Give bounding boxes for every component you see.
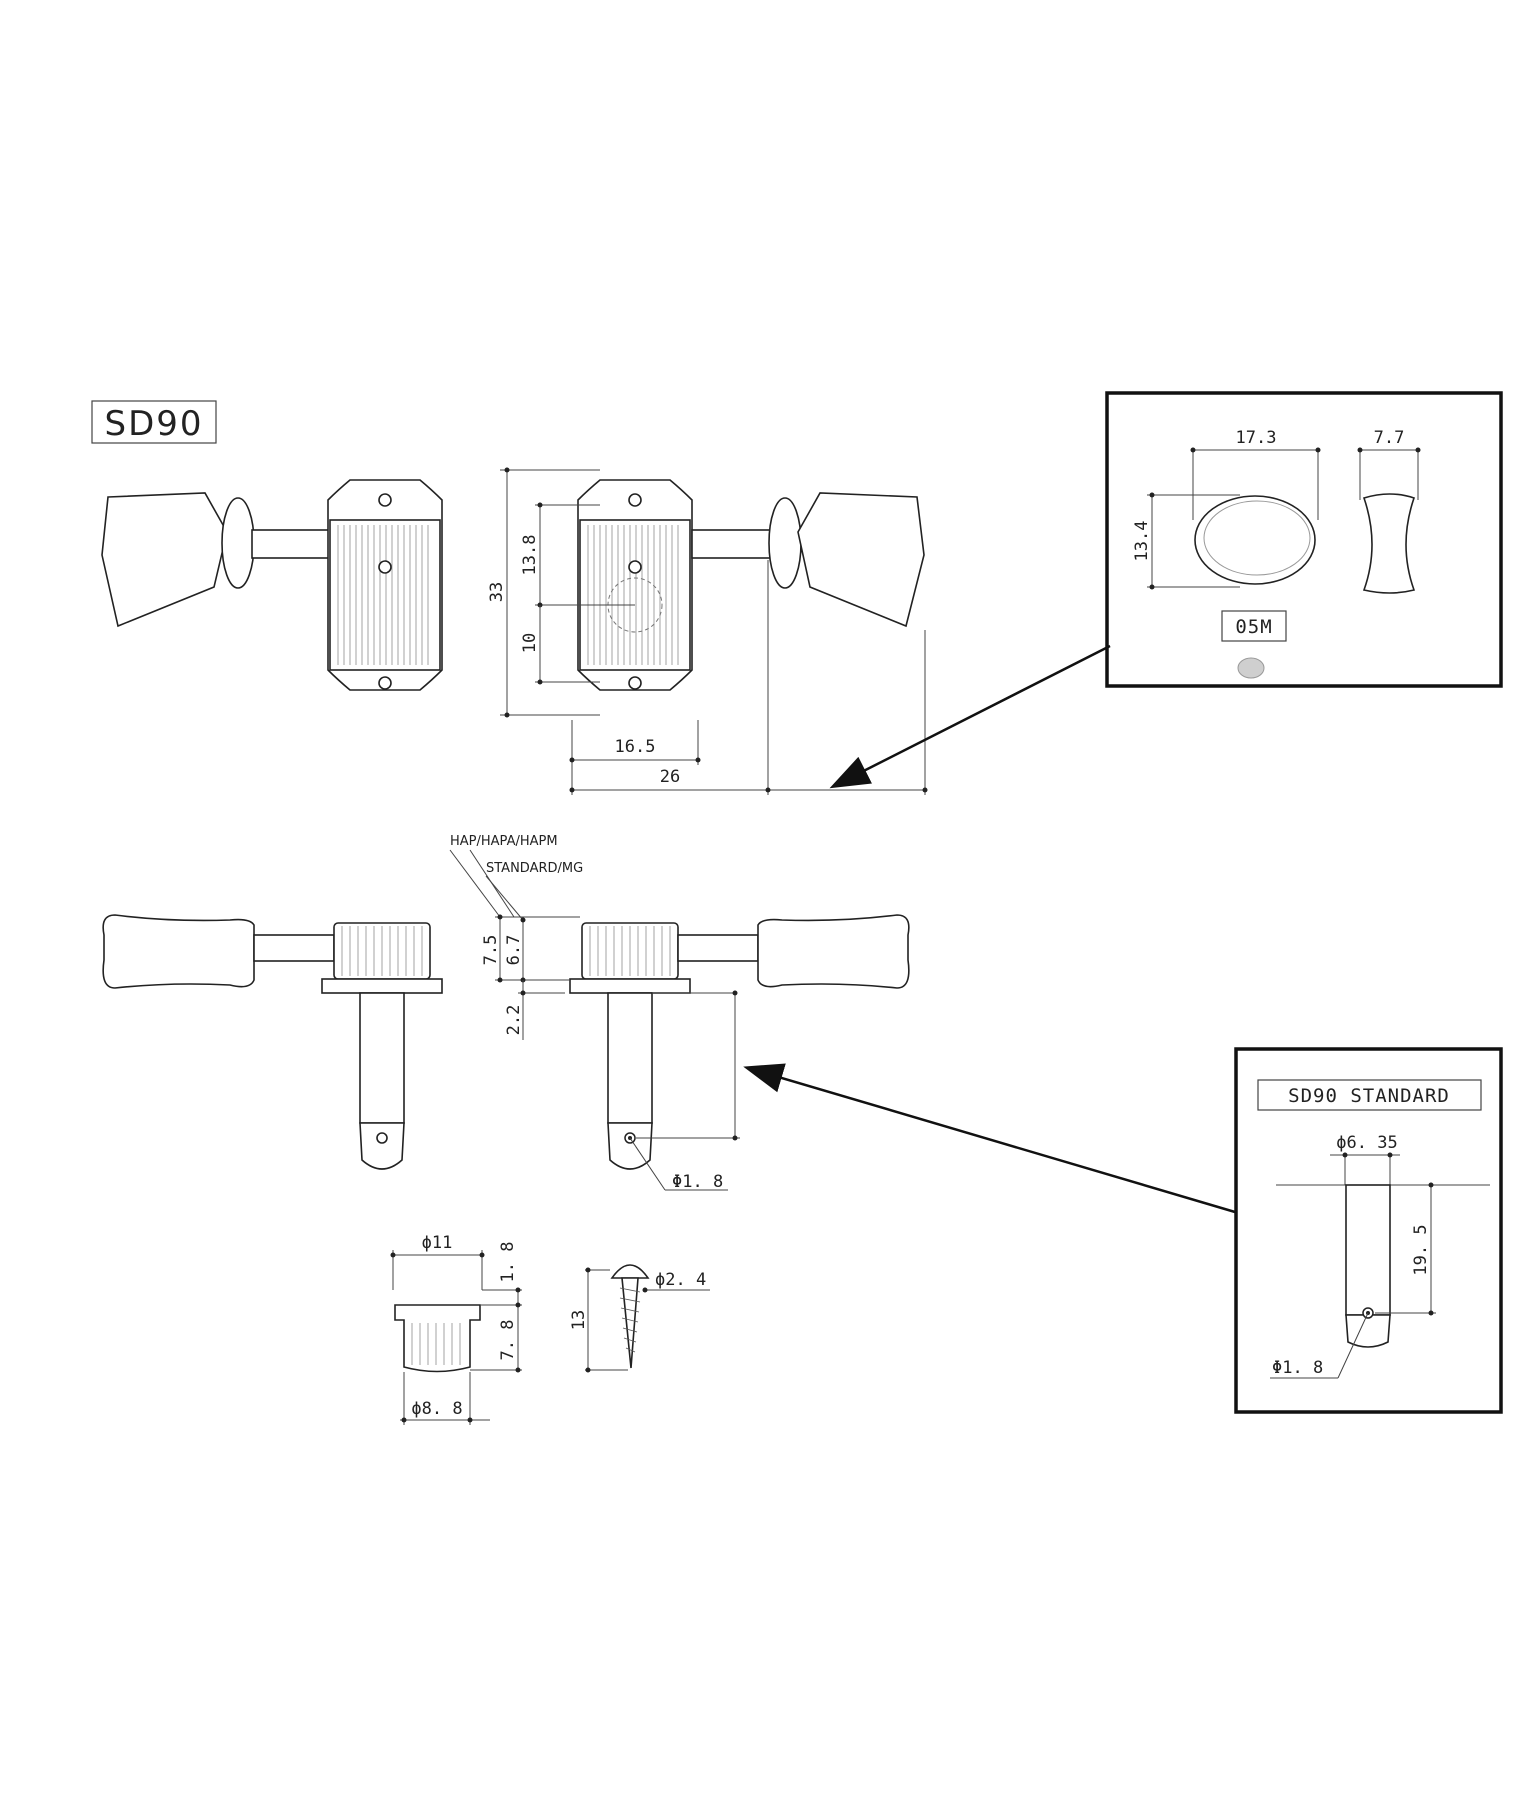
post-dia-dim: ϕ6. 35 (1336, 1133, 1397, 1153)
button-code-label: 05M (1235, 616, 1272, 638)
post-hole-dim: Φ1. 8 (1272, 1358, 1323, 1378)
button-width-dim: 17.3 (1236, 428, 1277, 448)
bushing-flange-dim: 1. 8 (498, 1242, 518, 1283)
inset-post-box: SD90 STANDARD ϕ6. 35 19. 5 Φ1. 8 (1234, 1047, 1503, 1414)
left-tuner-top-view (101, 479, 443, 691)
side-hole-dim: Φ1. 8 (672, 1172, 723, 1192)
button-thickness-dim: 7.7 (1374, 428, 1405, 448)
bushing: ϕ11 1. 8 7. 8 ϕ8. 8 (390, 1233, 522, 1425)
top-view-dimensions: 33 13.8 10 16.5 26 (487, 467, 928, 795)
dim-std: 6.7 (504, 935, 524, 966)
inset-button-box: 17.3 13.4 7.7 05M (1105, 391, 1503, 688)
dim-housing-width: 16.5 (615, 737, 656, 757)
post-inset-title: SD90 STANDARD (1288, 1085, 1450, 1107)
right-tuner-side-view (569, 914, 910, 1170)
dim-total-width: 26 (660, 767, 680, 787)
dim-lower: 10 (520, 633, 540, 653)
right-tuner-top-view (577, 479, 925, 691)
side-view-dimensions: HAP/HAPA/HAPM STANDARD/MG 7.5 6.7 2.2 Φ1… (449, 834, 740, 1192)
dim-hap: 7.5 (481, 935, 501, 966)
dim-height-total: 33 (487, 582, 507, 602)
label-standard: STANDARD/MG (486, 861, 583, 876)
screw-head-dim: ϕ2. 4 (655, 1270, 706, 1290)
label-hap: HAP/HAPA/HAPM (450, 834, 558, 849)
screw-length-dim: 13 (569, 1310, 589, 1330)
button-height-dim: 13.4 (1132, 521, 1152, 562)
model-title-box: SD90 (91, 400, 217, 444)
dim-flange: 2.2 (504, 1005, 524, 1036)
screw: 13 ϕ2. 4 (569, 1264, 710, 1373)
bushing-body-dim: 7. 8 (498, 1320, 518, 1361)
bushing-top-dia: ϕ11 (422, 1233, 453, 1253)
dim-upper: 13.8 (520, 535, 540, 576)
post-length-dim: 19. 5 (1411, 1224, 1431, 1275)
bushing-bottom-dia: ϕ8. 8 (411, 1399, 462, 1419)
model-title: SD90 (104, 404, 203, 444)
left-tuner-side-view (102, 914, 443, 1170)
arrow-to-post (743, 1063, 1236, 1214)
arrow-to-button (829, 644, 1111, 789)
